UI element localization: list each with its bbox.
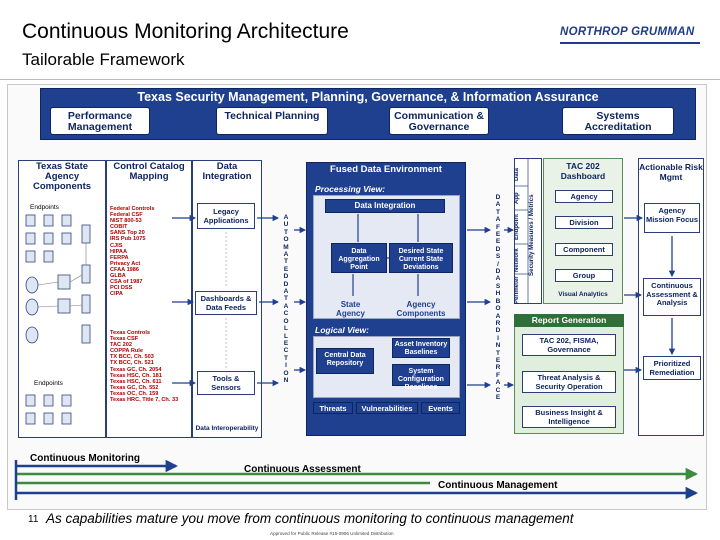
catalog-item: HIPAA [110, 248, 127, 255]
catalog-item: Privacy Act [110, 260, 141, 267]
network-devices-graphic [25, 214, 91, 425]
continuous-assessment-analysis-box: Continuous Assessment & Analysis [643, 278, 701, 316]
report-generation-title: Report Generation [514, 314, 624, 327]
dashboard-agency-item: Agency [555, 190, 613, 203]
catalog-item: TX BCC, Ch. 521 [110, 360, 154, 367]
catalog-item: Texas Controls [110, 330, 150, 336]
state-agency-label: State Agency [336, 300, 365, 318]
business-insight-box: Business Insight & Intelligence [522, 406, 616, 428]
data-integration-bar: Data Integration [325, 199, 445, 213]
vulnerabilities-tab: Vulnerabilities [356, 402, 418, 414]
continuous-monitoring-label: Continuous Monitoring [30, 453, 140, 464]
catalog-item: CJIS [110, 242, 123, 249]
legacy-applications-box: Legacy Applications [197, 203, 255, 229]
catalog-item: TX BCC, Ch. 503 [110, 354, 154, 361]
federal-controls-list: Federal Controls Federal CSF NIST 800-53… [110, 206, 154, 297]
slide-title: Continuous Monitoring Architecture [22, 20, 349, 43]
technical-planning-box: Technical Planning [216, 107, 328, 135]
slide-subtitle: Tailorable Framework [22, 50, 185, 69]
threat-analysis-box: Threat Analysis & Security Operation [522, 371, 616, 393]
catalog-item: TAC 202 [110, 342, 132, 349]
governance-banner-title: Texas Security Management, Planning, Gov… [137, 90, 599, 104]
catalog-item: Texas HSC, Ch. 181 [110, 372, 162, 379]
dashboard-interface-label: D A T A F E E D S / D A S H B O A R D I … [495, 194, 501, 401]
data-interoperability-label: Data Interoperability [195, 425, 259, 432]
control-catalog-panel [106, 160, 192, 438]
data-integration-title: Data Integration [202, 161, 252, 182]
approval-notice: Approved for Public Release #15-0906 Unl… [270, 531, 394, 536]
processing-view-title: Processing View: [315, 184, 386, 194]
prioritized-remediation-box: Prioritized Remediation [643, 356, 701, 380]
central-data-repository-box: Central Data Repository [316, 348, 374, 374]
dashboard-component-item: Component [555, 243, 613, 256]
tools-sensors-box: Tools & Sensors [197, 371, 255, 395]
processing-arrows-graphic [352, 214, 419, 296]
endpoints-bottom-label: Endpoints [34, 380, 63, 387]
catalog-item: Texas GC, Ch. 2054 [110, 366, 162, 373]
performance-management-box: Performance Management [50, 107, 150, 135]
asset-inventory-box: Asset Inventory Baselines [392, 338, 450, 358]
catalog-item: Texas OC, Ch. 159 [110, 390, 159, 397]
catalog-item: Federal Controls [110, 206, 155, 212]
header-divider [0, 79, 720, 80]
automated-data-collection-label: A U T O M A T E D D A T A C O L L E C T … [283, 214, 289, 384]
catalog-item: CIPA [110, 291, 123, 298]
communication-governance-box: Communication & Governance [389, 107, 489, 135]
desired-state-box: Desired State Current State Deviations [389, 243, 453, 273]
catalog-item: FERPA [110, 254, 129, 261]
catalog-item: SANS Top 20 [110, 230, 145, 237]
northrop-grumman-logo: NORTHROP GRUMMAN [560, 26, 695, 38]
vertical-tabs-graphic [514, 158, 529, 304]
catalog-item: CSA of 1987 [110, 279, 143, 286]
slide-caption: As capabilities mature you move from con… [46, 511, 574, 526]
visual-analytics-label: Visual Analytics [558, 291, 608, 298]
catalog-item: Federal CSF [110, 212, 143, 219]
continuous-management-label: Continuous Management [438, 480, 558, 491]
tac-fisma-governance-box: TAC 202, FISMA, Governance [522, 334, 616, 356]
control-catalog-title: Control Catalog Mapping [113, 161, 185, 182]
catalog-item: Texas GC, Ch. 552 [110, 384, 159, 391]
logical-view-title: Logical View: [315, 325, 370, 335]
actionable-risk-title: Actionable Risk Mgmt [639, 162, 703, 182]
agency-components-label: Agency Components [396, 300, 446, 318]
texas-controls-list: Texas Controls Texas CSF TAC 202 COPPA R… [110, 330, 178, 403]
agency-components-title: Texas State Agency Components [32, 161, 92, 192]
catalog-item: Texas HRC, Title 7, Ch. 33 [110, 397, 179, 404]
systems-accreditation-box: Systems Accreditation [562, 107, 674, 135]
catalog-item: Texas HSC, Ch. 611 [110, 378, 162, 385]
threats-tab: Threats [313, 402, 353, 414]
continuous-assessment-label: Continuous Assessment [244, 464, 361, 475]
page-number: 11 [28, 514, 39, 525]
catalog-item: COPPA Rule [110, 348, 143, 355]
endpoints-top-label: Endpoints [30, 204, 59, 211]
events-tab: Events [421, 402, 460, 414]
logo-underline [560, 42, 700, 44]
fused-data-environment-title: Fused Data Environment [330, 164, 442, 175]
dashboards-data-feeds-box: Dashboards & Data Feeds [195, 291, 257, 315]
catalog-item: NIST 800-53 [110, 218, 142, 225]
catalog-item: GLBA [110, 273, 126, 280]
catalog-item: COBIT [110, 224, 128, 231]
system-configuration-box: System Configuration Baselines [392, 364, 450, 391]
catalog-item: CFAA 1986 [110, 266, 140, 273]
agency-mission-focus-box: Agency Mission Focus [644, 203, 700, 233]
dashboard-division-item: Division [555, 216, 613, 229]
catalog-item: Texas CSF [110, 336, 139, 343]
dashboard-group-item: Group [555, 269, 613, 282]
data-aggregation-point-box: Data Aggregation Point [331, 243, 387, 273]
catalog-item: IRS Pub 1075 [110, 236, 146, 243]
tac-dashboard-title: TAC 202 Dashboard [560, 161, 606, 181]
catalog-item: PCI DSS [110, 285, 133, 292]
